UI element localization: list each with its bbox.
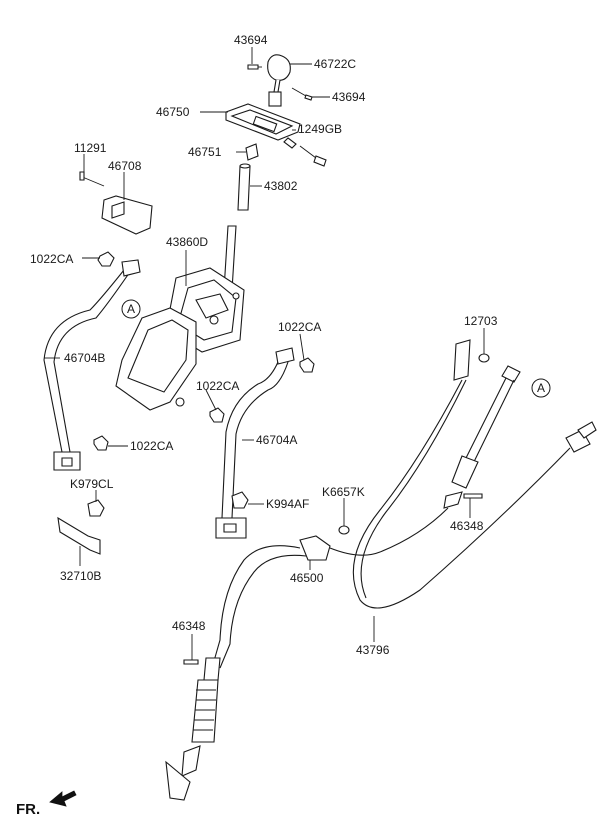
clip-46751 — [245, 143, 259, 161]
cable-46704b — [43, 259, 141, 471]
fasteners-k994af-k6657k — [231, 491, 350, 535]
shift-knob-assembly — [247, 54, 313, 107]
front-direction-indicator: FR. — [16, 790, 77, 818]
label-43802: 43802 — [264, 179, 298, 193]
label-46750: 46750 — [156, 105, 190, 119]
fr-arrow-icon — [49, 790, 77, 807]
label-k6657k: K6657K — [322, 485, 365, 499]
cable-46704a — [215, 347, 295, 539]
label-46704b: 46704B — [64, 351, 105, 365]
label-43796: 43796 — [356, 643, 390, 657]
label-1022ca-2: 1022CA — [278, 320, 321, 334]
label-k994af: K994AF — [266, 497, 309, 511]
label-11291: 11291 — [74, 141, 107, 155]
label-43694-bottom: 43694 — [332, 90, 366, 104]
part-labels: 43694 46722C 43694 46750 1249GB 46751 11… — [30, 33, 498, 657]
label-46348-right: 46348 — [450, 519, 484, 533]
label-k979cl: K979CL — [70, 477, 114, 491]
label-46751: 46751 — [188, 145, 222, 159]
fr-text: FR. — [16, 801, 40, 818]
label-43860d: 43860D — [166, 235, 208, 249]
lever-assembly — [115, 225, 245, 411]
label-32710b: 32710B — [60, 569, 101, 583]
bracket-32710b — [57, 499, 105, 555]
ref-a-left-text: A — [127, 302, 135, 316]
shift-cable-46500 — [165, 491, 463, 801]
label-46500: 46500 — [290, 571, 324, 585]
label-1022ca-4: 1022CA — [130, 439, 173, 453]
select-cable-43796 — [352, 339, 597, 609]
label-46348-left: 46348 — [172, 619, 206, 633]
indicator-bezel — [225, 103, 327, 167]
label-12703: 12703 — [464, 314, 498, 328]
label-43694-top: 43694 — [234, 33, 268, 47]
nuts-1022ca — [93, 251, 315, 451]
ref-circle-a-left: A — [121, 299, 141, 319]
label-46704a: 46704A — [256, 433, 297, 447]
label-1249gb: 1249GB — [298, 122, 342, 136]
shift-rod — [237, 163, 251, 211]
label-46708: 46708 — [108, 159, 142, 173]
label-46722c: 46722C — [314, 57, 356, 71]
ref-a-right-text: A — [537, 381, 545, 395]
bracket-46708 — [79, 171, 153, 235]
clips-46348 — [183, 493, 483, 665]
ref-circle-a-right: A — [531, 378, 551, 398]
label-1022ca-3: 1022CA — [196, 379, 239, 393]
label-1022ca-1: 1022CA — [30, 252, 73, 266]
leader-lines — [44, 47, 485, 660]
